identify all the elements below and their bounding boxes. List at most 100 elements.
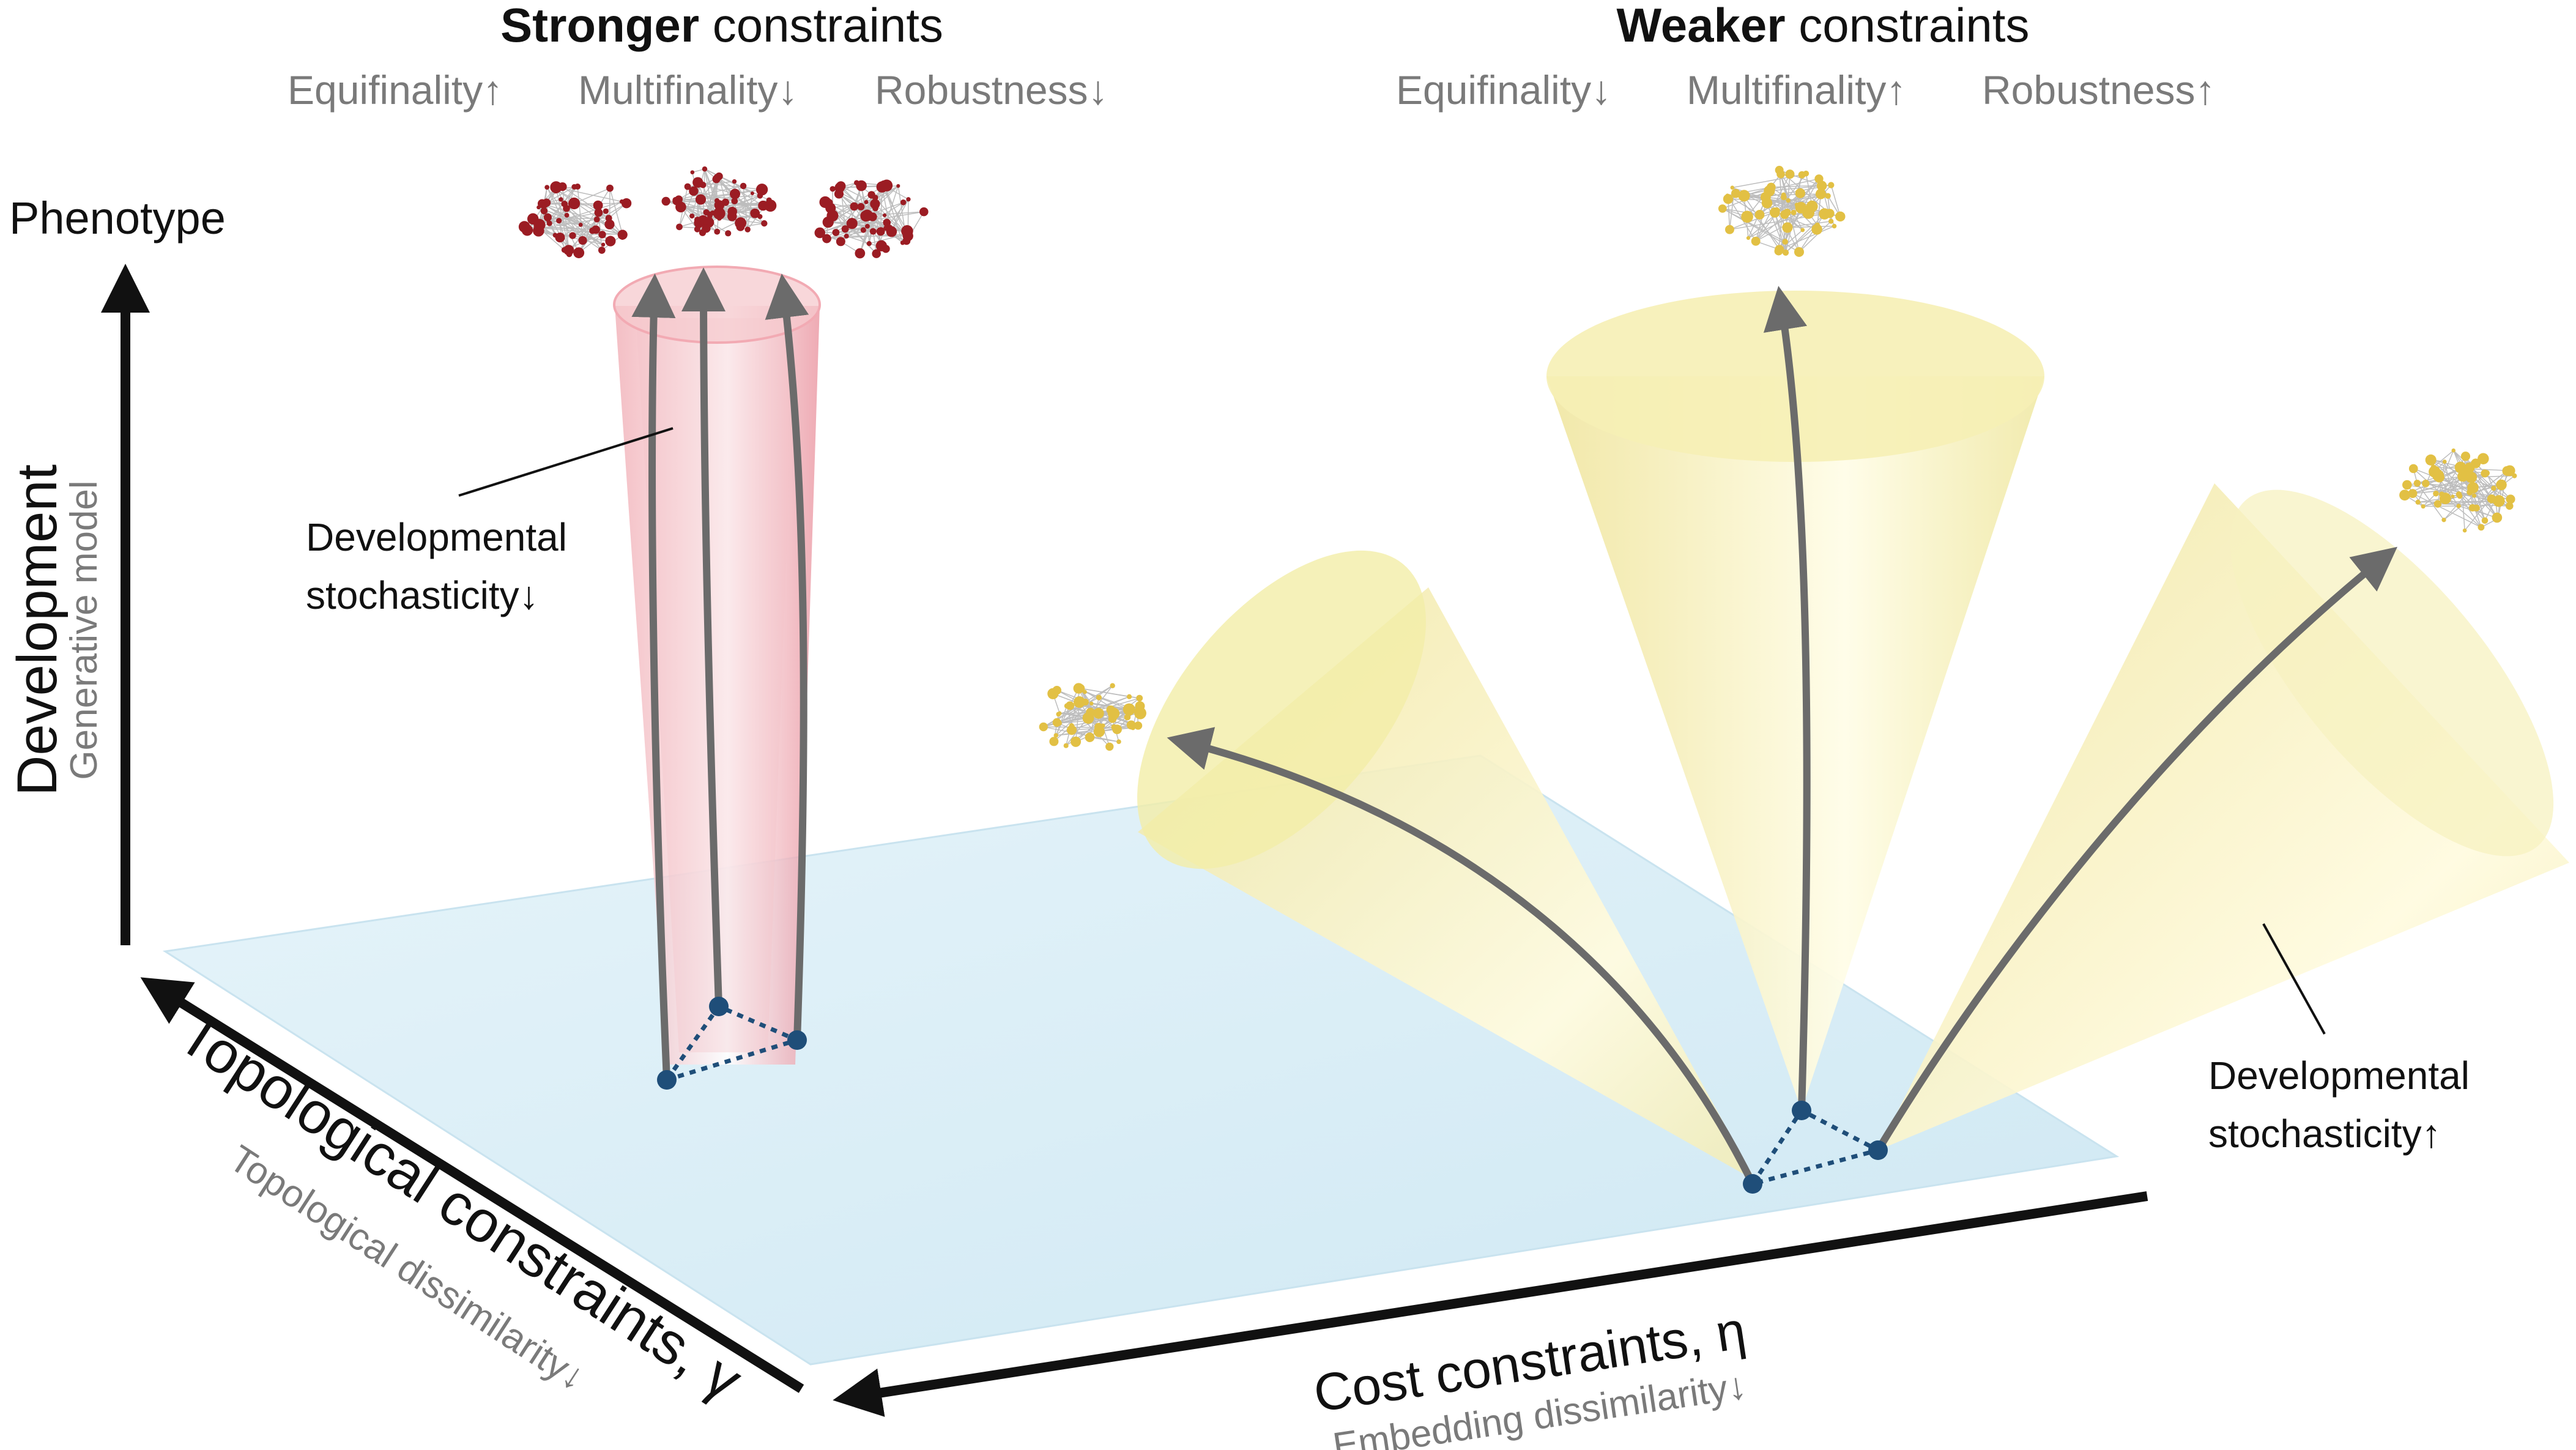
network-edge	[1798, 221, 1832, 253]
network-node	[1798, 171, 1806, 179]
network-node	[1126, 720, 1136, 730]
network-edge	[691, 169, 705, 217]
network-node	[2460, 452, 2471, 461]
network-node	[2468, 504, 2476, 512]
network-icon-strong	[814, 179, 929, 259]
network-node	[1134, 721, 1143, 730]
network-node	[544, 185, 550, 190]
network-edge	[1060, 713, 1132, 726]
network-node	[900, 240, 905, 245]
network-node	[1754, 210, 1765, 220]
network-node	[2451, 494, 2455, 499]
network-edge	[1743, 195, 1780, 250]
weak-cone-group	[1137, 286, 2569, 1194]
network-edge	[2412, 493, 2482, 528]
network-node	[2467, 481, 2479, 494]
network-node	[619, 199, 625, 204]
network-node	[732, 179, 737, 184]
development-sub-label: Generative model	[63, 480, 105, 779]
network-node	[902, 230, 913, 242]
network-node	[2506, 502, 2514, 510]
network-edge	[743, 185, 748, 230]
network-node	[593, 216, 600, 223]
network-node	[1791, 209, 1797, 215]
network-node	[1730, 185, 1735, 190]
network-node	[883, 218, 891, 227]
strong-seed-node	[657, 1070, 677, 1090]
network-node	[2408, 464, 2418, 474]
network-node	[826, 209, 839, 222]
network-edge	[678, 177, 718, 200]
network-node	[1071, 736, 1082, 747]
network-node	[2487, 494, 2496, 504]
network-node	[867, 191, 875, 199]
topological-axis-arrow	[140, 977, 804, 1393]
network-node	[1800, 228, 1805, 232]
strong-cone-group	[458, 266, 821, 1090]
network-edge	[675, 185, 744, 201]
network-node	[1785, 169, 1795, 179]
network-edge	[1779, 225, 1835, 250]
network-node	[731, 198, 738, 204]
network-node	[876, 181, 888, 193]
network-node	[2460, 466, 2471, 477]
network-node	[589, 227, 596, 234]
network-edge	[1830, 185, 1841, 217]
network-node	[1085, 732, 1095, 742]
network-node	[1825, 209, 1835, 218]
network-node	[834, 182, 845, 193]
network-node	[2504, 465, 2515, 477]
network-node	[571, 184, 577, 190]
network-edge	[2441, 473, 2485, 495]
network-edge	[693, 190, 765, 224]
network-node	[1783, 223, 1792, 232]
network-edge	[1769, 185, 1822, 191]
network-node	[1124, 713, 1131, 721]
weak-cone-right-rim	[2230, 489, 2554, 857]
network-edge	[524, 215, 567, 228]
network-edge	[883, 185, 904, 243]
network-node	[689, 213, 695, 219]
network-node	[1096, 694, 1102, 701]
network-node	[2415, 499, 2421, 505]
network-node	[564, 212, 570, 218]
network-edge	[568, 210, 606, 251]
network-node	[1116, 739, 1121, 745]
network-node	[1039, 722, 1048, 732]
network-node	[1073, 696, 1085, 708]
network-node	[1112, 713, 1118, 719]
network-edge	[2423, 505, 2459, 507]
network-node	[2451, 448, 2456, 453]
network-node	[694, 217, 701, 224]
network-node	[727, 211, 737, 221]
network-node	[1828, 218, 1834, 224]
weak-seed-node	[1868, 1140, 1888, 1160]
network-edge	[852, 185, 885, 224]
network-node	[559, 197, 563, 202]
network-node	[2429, 466, 2441, 478]
network-node	[761, 220, 768, 227]
network-node	[1808, 200, 1814, 206]
network-node	[725, 230, 732, 237]
network-node	[593, 200, 603, 210]
network-node	[661, 196, 670, 206]
weak-cone-middle	[1546, 376, 2044, 1110]
network-edge	[1787, 220, 1832, 228]
network-node	[1093, 708, 1104, 719]
network-node	[1731, 189, 1737, 195]
development-label: Development	[6, 464, 69, 796]
network-node	[2421, 504, 2426, 509]
network-node	[558, 182, 567, 191]
network-node	[2478, 524, 2485, 531]
network-node	[1725, 225, 1734, 234]
network-edge	[1085, 691, 1129, 710]
weak-seed-node	[1792, 1101, 1811, 1120]
network-node	[601, 242, 606, 247]
network-node	[1052, 685, 1061, 695]
network-node	[716, 215, 722, 221]
network-node	[566, 251, 573, 258]
network-node	[855, 248, 866, 259]
network-node	[2433, 500, 2442, 508]
network-node	[1811, 224, 1822, 235]
